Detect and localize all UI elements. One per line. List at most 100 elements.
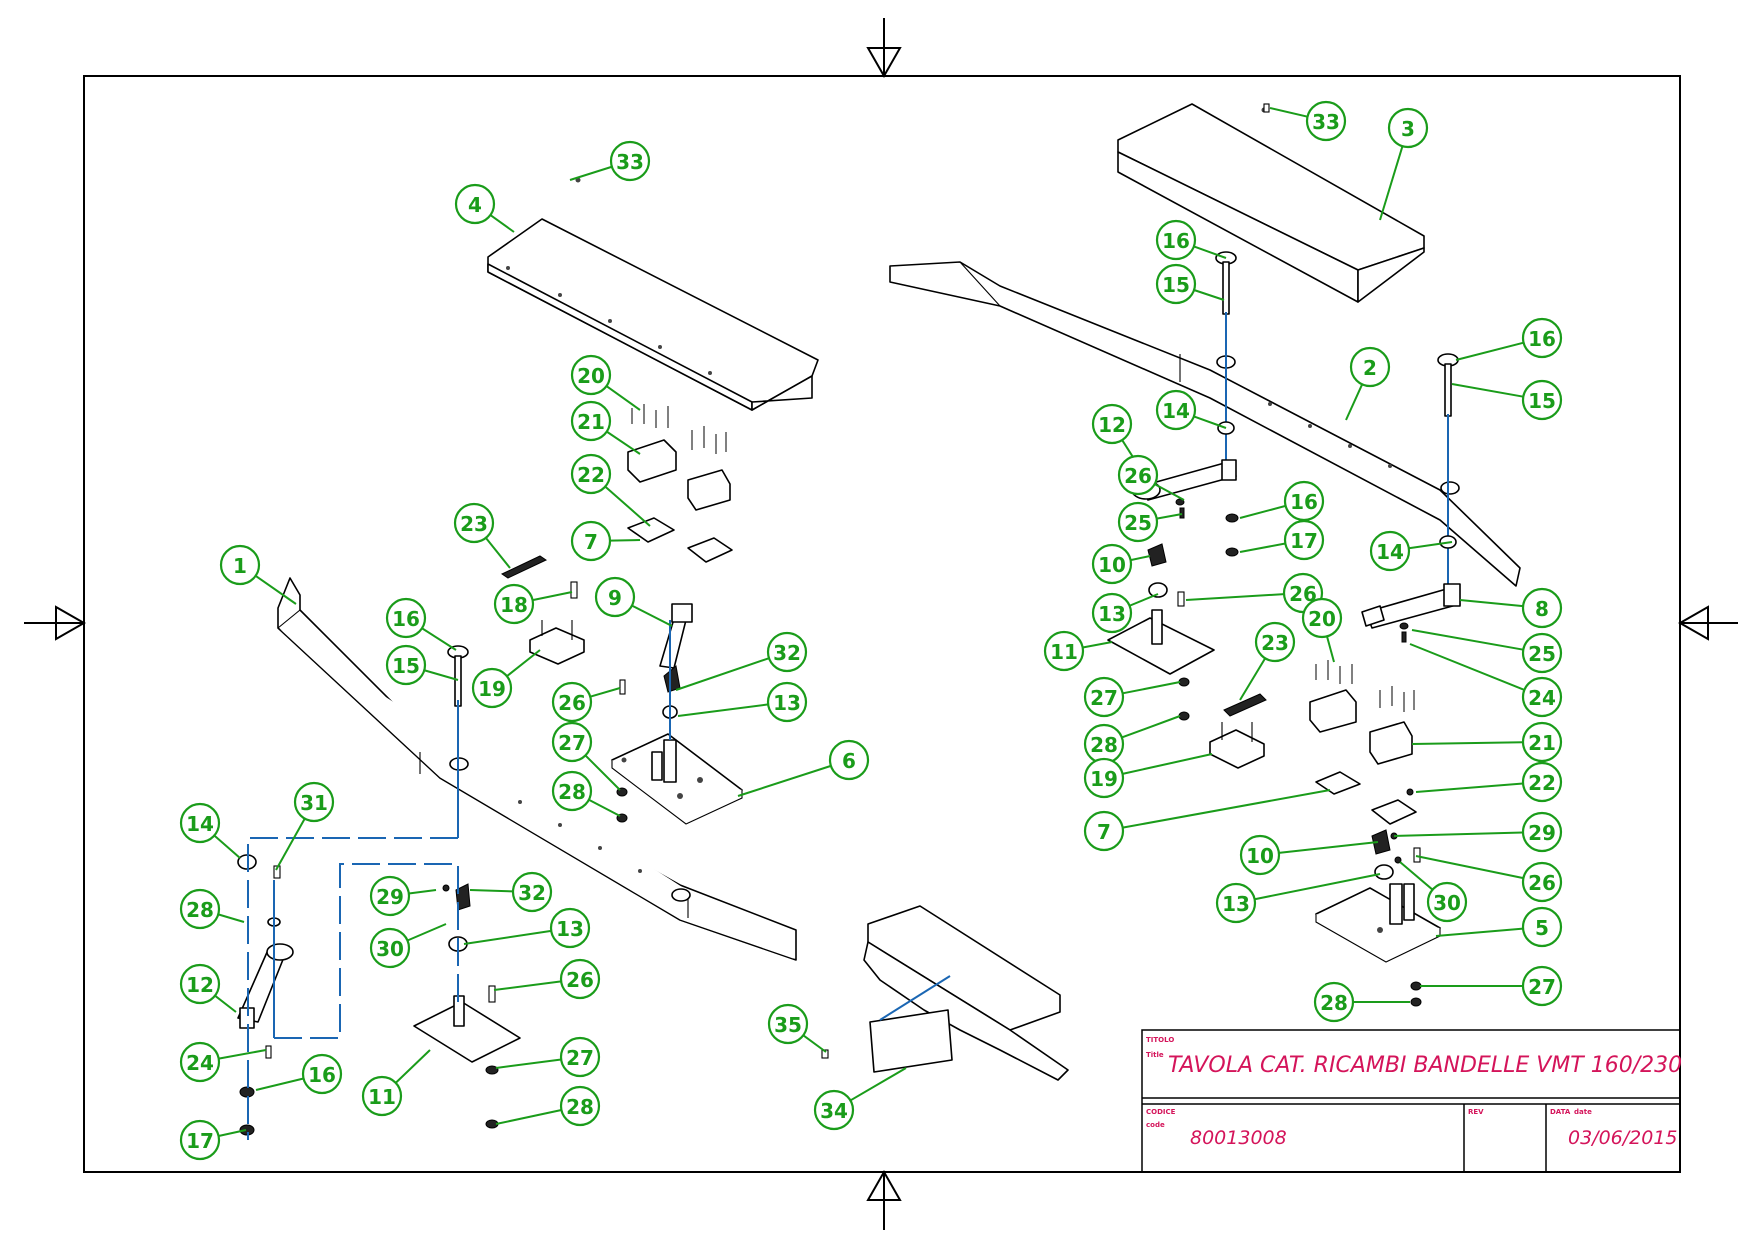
callout-number: 28 — [186, 898, 214, 922]
callout-6: 6 — [737, 739, 870, 797]
callout-number: 30 — [376, 937, 404, 961]
switch-assembly-right — [1209, 660, 1417, 825]
callout-number: 28 — [1090, 733, 1118, 757]
callout-number: 26 — [566, 968, 594, 992]
callout-23: 23 — [1239, 621, 1296, 701]
callout-leader — [1269, 107, 1308, 118]
callout-circle — [1521, 721, 1563, 763]
callout-13: 13 — [1215, 873, 1381, 924]
callout-number: 27 — [1090, 686, 1118, 710]
callout-leader — [1399, 861, 1434, 891]
callout-leader — [213, 834, 241, 859]
callout-26: 26 — [551, 681, 621, 723]
callout-number: 21 — [1528, 731, 1556, 755]
callout-circle — [1521, 587, 1563, 629]
callout-circle — [1091, 543, 1133, 585]
date-label-it: DATA — [1550, 1108, 1571, 1116]
callout-25: 25 — [1117, 501, 1183, 543]
callout-leader — [1129, 593, 1159, 607]
callout-27: 27 — [1420, 965, 1563, 1007]
callout-16: 16 — [1455, 317, 1563, 361]
callout-number: 27 — [566, 1046, 594, 1070]
sheet-frame — [24, 18, 1738, 1230]
callout-circle — [1313, 981, 1355, 1023]
callout-32: 32 — [675, 631, 808, 691]
callout-circle — [385, 644, 427, 686]
callout-number: 12 — [1098, 413, 1126, 437]
callout-circle — [1155, 263, 1197, 305]
callout-leader — [493, 980, 562, 991]
callout-leader — [495, 1109, 562, 1125]
callout-number: 10 — [1098, 553, 1126, 577]
callout-1: 1 — [219, 544, 297, 605]
callout-leader — [1411, 741, 1524, 745]
callout-number: 29 — [1528, 821, 1556, 845]
callout-circle — [1426, 881, 1468, 923]
callout-2: 2 — [1345, 346, 1391, 421]
callout-number: 16 — [1290, 490, 1318, 514]
callout-number: 16 — [392, 607, 420, 631]
drawing-code: 80013008 — [1190, 1127, 1287, 1149]
callout-leader — [1193, 289, 1225, 301]
callout-leader — [1185, 593, 1285, 601]
callout-leader — [737, 764, 832, 797]
callout-number: 24 — [186, 1051, 214, 1075]
callout-circle — [1521, 906, 1563, 948]
callout-34: 34 — [813, 1067, 907, 1131]
callout-leader — [1278, 841, 1379, 854]
callout-leader — [1154, 483, 1185, 501]
callout-30: 30 — [369, 923, 447, 969]
title-label-it: TITOLO — [1146, 1036, 1174, 1044]
callout-number: 7 — [584, 530, 598, 554]
callout-number: 22 — [577, 463, 605, 487]
callout-circle — [559, 1085, 601, 1127]
callout-circle — [609, 140, 651, 182]
lever-right-lower — [1361, 535, 1461, 643]
callout-number: 13 — [556, 917, 584, 941]
callout-number: 11 — [368, 1085, 396, 1109]
callout-number: 8 — [1535, 597, 1549, 621]
title-block: TITOLO Title TAVOLA CAT. RICAMBI BANDELL… — [1141, 1029, 1682, 1173]
callout-leader — [1451, 383, 1524, 398]
callout-leader — [588, 798, 621, 817]
callout-12: 12 — [179, 963, 237, 1013]
callout-circle — [559, 1036, 601, 1078]
callout-number: 6 — [842, 749, 856, 773]
callout-number: 31 — [300, 791, 328, 815]
callout-number: 20 — [1308, 607, 1336, 631]
callout-number: 14 — [1162, 399, 1190, 423]
callout-leader — [1455, 341, 1524, 361]
callout-circle — [1369, 530, 1411, 572]
callout-circle — [1387, 107, 1429, 149]
callout-number: 28 — [1320, 991, 1348, 1015]
callout-leader — [408, 889, 437, 895]
spring-assembly-right-lower — [1315, 829, 1441, 1007]
callout-circle — [385, 597, 427, 639]
callout-circle — [1305, 100, 1347, 142]
callout-11: 11 — [361, 1049, 431, 1117]
callout-circle — [1083, 676, 1125, 718]
callout-21: 21 — [1411, 721, 1563, 763]
callout-28: 28 — [551, 770, 621, 817]
callout-circle — [179, 963, 221, 1005]
drawing-date: 03/06/2015 — [1568, 1127, 1678, 1149]
callout-leader — [1082, 641, 1113, 649]
callout-number: 19 — [478, 677, 506, 701]
callout-22: 22 — [1415, 761, 1563, 803]
callout-17: 17 — [179, 1119, 247, 1161]
callout-number: 34 — [820, 1099, 848, 1123]
callout-29: 29 — [369, 875, 437, 917]
callout-circle — [1117, 501, 1159, 543]
callout-number: 3 — [1401, 117, 1415, 141]
right-assembly — [889, 103, 1521, 1007]
callout-number: 16 — [1162, 229, 1190, 253]
callout-circle — [813, 1089, 855, 1131]
callout-29: 29 — [1393, 811, 1563, 853]
callout-7: 7 — [1083, 789, 1331, 852]
callout-leader — [1415, 855, 1524, 880]
callout-circle — [1215, 882, 1257, 924]
callout-circle — [551, 721, 593, 763]
callout-leader — [675, 657, 770, 691]
callout-30: 30 — [1399, 861, 1468, 923]
